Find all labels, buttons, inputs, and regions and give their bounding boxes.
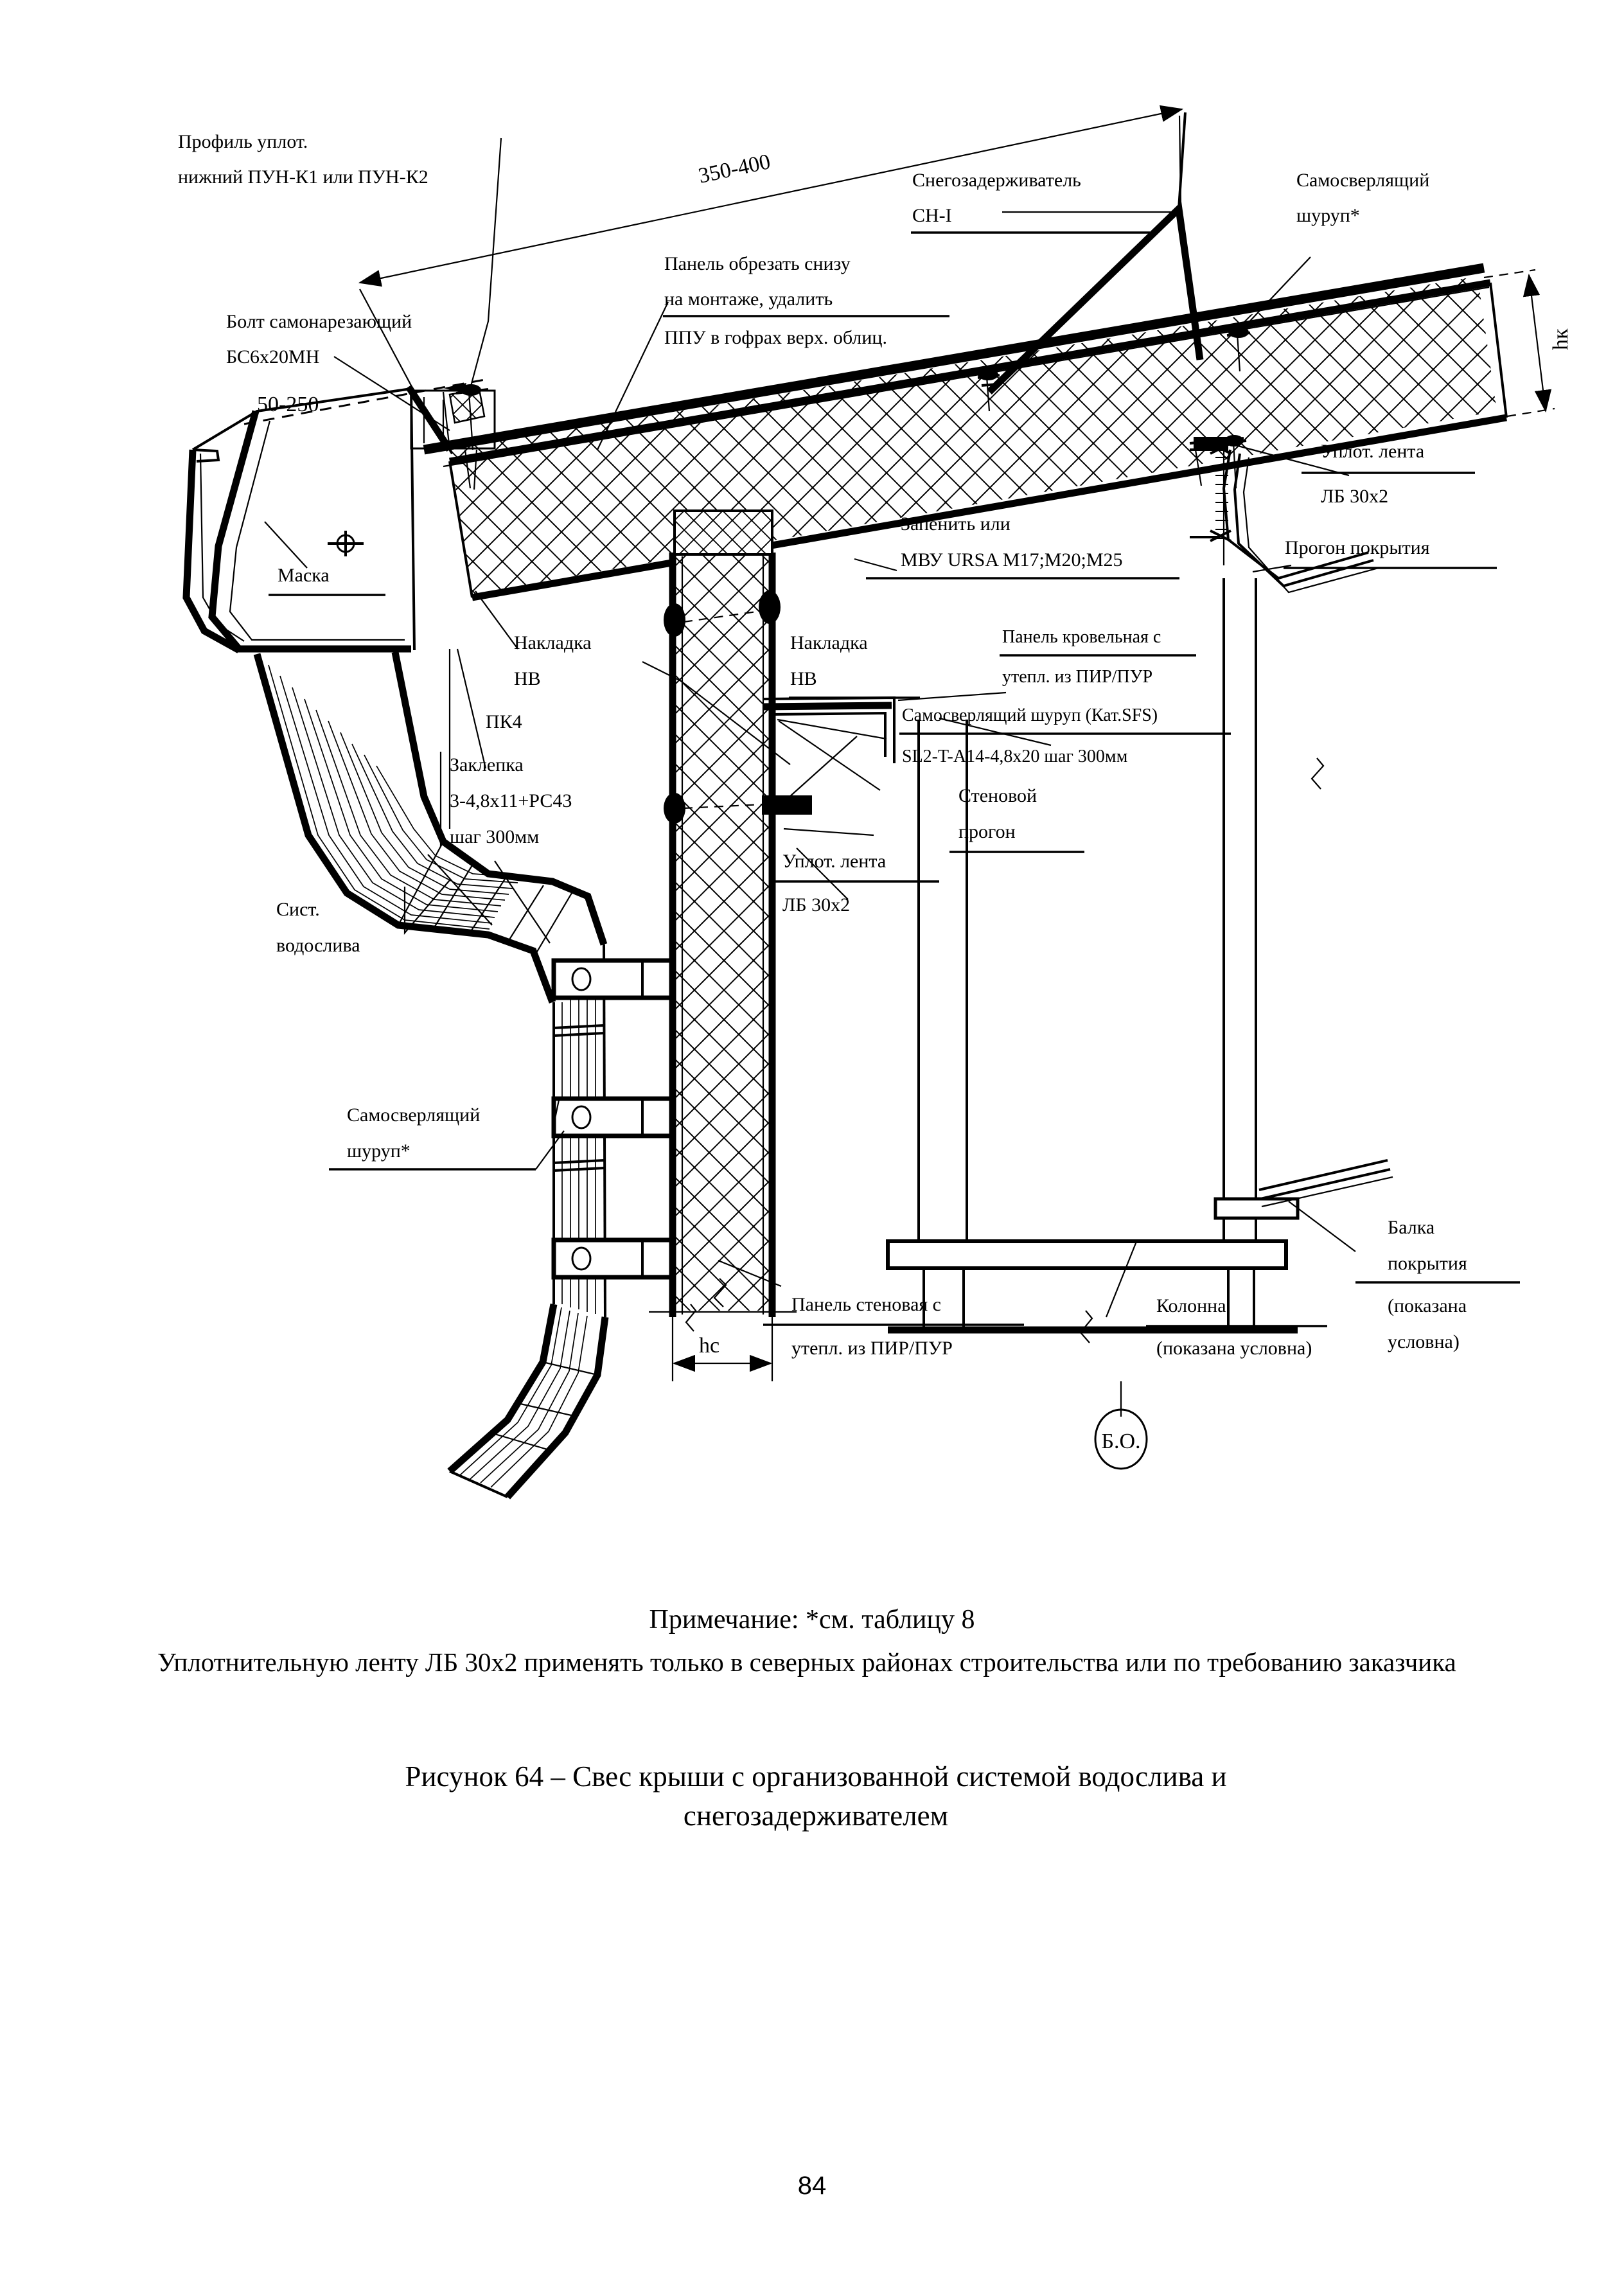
figure-caption: Рисунок 64 – Свес крыши с организованной… [212, 1757, 1420, 1836]
label-drain-l1: Сист. [276, 899, 320, 920]
pipe-wall-bracket [551, 958, 675, 1000]
page-number: 84 [797, 2172, 827, 2200]
overlay-nv-fasteners [664, 590, 812, 824]
eave-mask-assembly [182, 384, 454, 653]
label-wall-purlin-l2: прогон [958, 821, 1016, 842]
svg-text:Б.О.: Б.О. [1101, 1430, 1140, 1453]
dimension-50-250 [243, 378, 489, 450]
svg-text:hк: hк [1549, 328, 1573, 350]
label-seal-tape-right: Уплот. лента ЛБ 30х2 [1302, 441, 1475, 507]
label-rivet-l2: 3-4,8х11+РС43 [450, 790, 572, 811]
label-overlay-nv-left: Накладка НВ [514, 632, 592, 689]
label-seal-tape-right-l2: ЛБ 30х2 [1321, 486, 1388, 507]
label-screw-sfs-l2: SL2-T-A14-4,8х20 шаг 300мм [902, 747, 1128, 766]
label-self-drill-screw-left: Самосверлящий шуруп* [329, 1104, 565, 1171]
label-seal-tape-mid-l1: Уплот. лента [782, 851, 886, 872]
label-drain-l2: водослива [276, 935, 360, 956]
label-self-drill-left-l2: шуруп* [347, 1140, 410, 1162]
technical-drawing: hк hc Б.О. [178, 105, 1573, 1500]
label-rivet-l1: Заклепка [450, 754, 524, 775]
label-bolt-l1: Болт самонарезающий [226, 311, 412, 332]
dimension-hk: hк [1483, 269, 1573, 418]
label-self-drill-top-l2: шуруп* [1296, 205, 1360, 226]
label-roof-beam-l1: Балка [1388, 1217, 1434, 1238]
label-snow-guard: Снегозадерживатель СН-I [911, 170, 1150, 234]
label-seal-tape-mid: Уплот. лента ЛБ 30х2 [770, 851, 939, 916]
label-wall-panel-l1: Панель стеновая с [791, 1294, 941, 1315]
label-drain-system: Сист. водослива [276, 880, 450, 956]
wall-purlin [763, 696, 896, 791]
label-roof-beam-l4: условна) [1388, 1331, 1460, 1352]
label-panel-cut-l1: Панель обрезать снизу [664, 253, 851, 274]
label-pk4: ПК4 [486, 711, 522, 732]
label-screw-sfs-l1: Самосверлящий шуруп (Кат.SFS) [902, 705, 1158, 725]
note-heading: Примечание: *см. таблицу 8 [649, 1605, 975, 1634]
figure-caption-line1: Рисунок 64 – Свес крыши с организованной… [405, 1760, 1227, 1793]
label-snow-guard-l1: Снегозадерживатель [912, 170, 1081, 191]
note-text: Уплотнительную ленту ЛБ 30х2 применять т… [157, 1647, 1456, 1677]
svg-text:hc: hc [699, 1334, 719, 1358]
label-profile-seal-l2: нижний ПУН-К1 или ПУН-К2 [178, 166, 428, 188]
label-roof-panel-l1: Панель кровельная с [1002, 627, 1161, 647]
label-roof-beam: Балка покрытия (показана условна) [1355, 1217, 1520, 1352]
label-bolt-l2: БС6х20МН [226, 346, 319, 367]
label-self-drill-screw-top: Самосверлящий шуруп* [1296, 170, 1429, 226]
label-panel-cut-l3: ППУ в гофрах верх. облиц. [664, 327, 887, 348]
wall-sandwich-panel [669, 509, 776, 1317]
label-panel-cut-l2: на монтаже, удалить [664, 288, 833, 310]
label-wall-purlin-l1: Стеновой [958, 785, 1037, 806]
pipe-wall-bracket [551, 1237, 675, 1280]
wall-roof-seal-joint [1189, 437, 1244, 486]
leader-lines [264, 137, 1356, 1318]
label-mask: Маска [269, 565, 385, 596]
label-roof-beam-l3: (показана [1388, 1295, 1467, 1316]
dimension-350-400 [358, 105, 1184, 386]
label-roof-beam-l2: покрытия [1388, 1253, 1467, 1274]
dimension-350-400-text: 350-400 [696, 150, 773, 188]
label-overlay-left-l2: НВ [514, 668, 541, 689]
label-foam-l1: Запенить или [901, 513, 1011, 535]
label-profile-seal-l1: Профиль уплот. [178, 131, 308, 152]
label-profile-seal: Профиль уплот. нижний ПУН-К1 или ПУН-К2 [178, 131, 428, 188]
label-roof-purlin-text: Прогон покрытия [1285, 537, 1430, 558]
label-screw-sfs: Самосверлящий шуруп (Кат.SFS) SL2-T-A14-… [899, 705, 1231, 766]
eave-seal-profile [410, 388, 496, 450]
label-panel-cut: Панель обрезать снизу на монтаже, удалит… [663, 253, 949, 348]
gutter-bolt [328, 531, 364, 556]
label-roof-purlin: Прогон покрытия [1284, 537, 1497, 569]
label-seal-tape-mid-l2: ЛБ 30х2 [782, 894, 850, 916]
label-foam-fill: Запенить или МВУ URSA M17;M20;M25 [866, 513, 1179, 580]
label-self-drill-left-l1: Самосверлящий [347, 1104, 480, 1126]
label-bolt: Болт самонарезающий БС6х20МН [226, 311, 412, 367]
label-snow-guard-l2: СН-I [912, 205, 952, 226]
label-overlay-mid-l1: Накладка [790, 632, 868, 653]
downpipe-system [253, 651, 675, 1500]
label-rivet-l3: шаг 300мм [450, 826, 539, 847]
label-overlay-left-l1: Накладка [514, 632, 592, 653]
roof-purlin [1190, 442, 1379, 594]
bo-axis-marker: Б.О. [1094, 1381, 1148, 1470]
column-and-beam [886, 578, 1393, 1343]
label-overlay-nv-mid: Накладка НВ [789, 632, 920, 699]
dimension-50-250-text: 50-250 [257, 393, 319, 416]
label-wall-panel: Панель стеновая с утепл. из ПИР/ПУР [763, 1294, 1024, 1359]
label-overlay-mid-l2: НВ [790, 668, 817, 689]
label-wall-panel-l2: утепл. из ПИР/ПУР [791, 1338, 953, 1359]
label-self-drill-top-l1: Самосверлящий [1296, 170, 1429, 191]
label-roof-panel: Панель кровельная с утепл. из ПИР/ПУР [1000, 627, 1196, 687]
dimension-hc: hc [649, 1304, 797, 1381]
label-foam-l2: МВУ URSA M17;M20;M25 [901, 549, 1123, 571]
label-wall-purlin: Стеновой прогон [949, 785, 1084, 853]
label-seal-tape-right-l1: Уплот. лента [1321, 441, 1424, 462]
label-column-l2: (показана условна) [1156, 1338, 1312, 1359]
figure-caption-line2: снегозадерживателем [683, 1799, 949, 1832]
pipe-wall-bracket [551, 1096, 675, 1138]
label-column-l1: Колонна [1156, 1295, 1226, 1316]
label-column: Колонна (показана условна) [1146, 1295, 1327, 1359]
label-rivet: Заклепка 3-4,8х11+РС43 шаг 300мм [439, 752, 572, 847]
label-roof-panel-l2: утепл. из ПИР/ПУР [1002, 667, 1152, 687]
label-mask-text: Маска [278, 565, 330, 586]
